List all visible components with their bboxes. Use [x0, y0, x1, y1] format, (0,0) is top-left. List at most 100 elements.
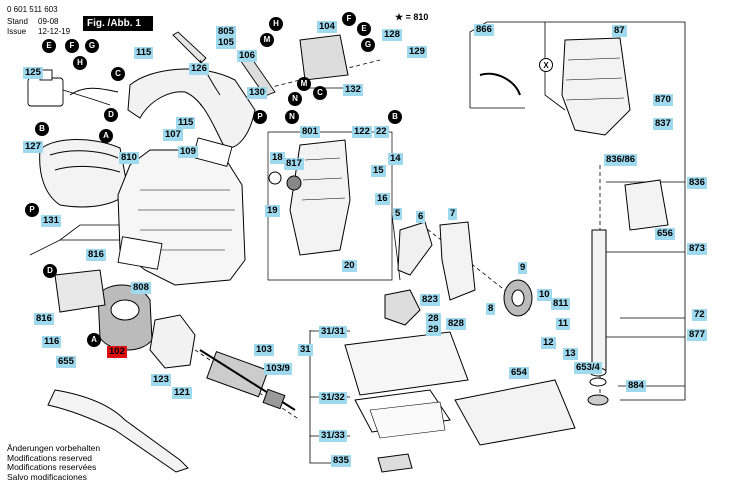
label-15: 15	[371, 165, 386, 177]
footer-line: Änderungen vorbehalten	[7, 443, 101, 453]
label-11: 11	[556, 318, 571, 330]
connector-n: N	[288, 92, 302, 106]
label-12: 12	[541, 337, 556, 349]
label-14: 14	[388, 153, 403, 165]
connector-d: D	[104, 108, 118, 122]
connector-b: B	[35, 122, 49, 136]
label-877: 877	[687, 329, 707, 341]
label-107: 107	[163, 129, 183, 141]
label-805: 805	[216, 26, 236, 38]
label-106: 106	[237, 50, 257, 62]
connector-p-2: P	[253, 110, 267, 124]
footer-line: Modifications reservées	[7, 462, 97, 472]
label-810: 810	[119, 152, 139, 164]
connector-a-2: A	[87, 333, 101, 347]
label-817: 817	[284, 158, 304, 170]
connector-m: M	[260, 33, 274, 47]
label-132: 132	[343, 84, 363, 96]
label-103: 103	[254, 344, 274, 356]
label-9: 9	[518, 262, 528, 274]
label-835: 835	[331, 455, 351, 467]
label-130: 130	[247, 87, 267, 99]
label-122: 122	[352, 126, 372, 138]
label-31: 31	[298, 344, 313, 356]
label-126: 126	[189, 63, 209, 75]
label-811: 811	[551, 298, 571, 310]
connector-g: G	[85, 39, 99, 53]
label-20: 20	[342, 260, 357, 272]
figure-title: Fig. /Abb. 1	[83, 16, 153, 31]
issue-value: 12-12-19	[38, 27, 71, 36]
label-653-4: 653/4	[574, 362, 602, 374]
stand-label: Stand	[7, 17, 28, 26]
connector-p: P	[25, 203, 39, 217]
label-823: 823	[420, 294, 440, 306]
footer-notes: Änderungen vorbehalten Modifications res…	[7, 443, 101, 482]
connector-a: A	[99, 129, 113, 143]
label-836: 836	[687, 177, 707, 189]
label-131: 131	[41, 215, 61, 227]
connector-e-2: E	[357, 22, 371, 36]
connector-f: F	[65, 39, 79, 53]
label-866: 866	[474, 24, 494, 36]
label-18: 18	[270, 152, 285, 164]
connector-x: X	[539, 58, 553, 72]
label-10: 10	[537, 289, 552, 301]
connector-h: H	[73, 56, 87, 70]
connector-n-2: N	[285, 110, 299, 124]
label-105: 105	[216, 37, 236, 49]
label-123: 123	[151, 374, 171, 386]
label-837: 837	[653, 118, 673, 130]
label-121: 121	[172, 387, 192, 399]
issue-label: Issue	[7, 27, 27, 36]
connector-g-2: G	[361, 38, 375, 52]
label-828: 828	[446, 318, 466, 330]
label-72: 72	[692, 309, 707, 321]
label-5: 5	[393, 208, 403, 220]
label-870: 870	[653, 94, 673, 106]
label-13: 13	[563, 348, 578, 360]
label-6: 6	[416, 211, 426, 223]
label-102: 102	[107, 346, 127, 358]
connector-c: C	[111, 67, 125, 81]
label-109: 109	[178, 146, 198, 158]
label-19: 19	[265, 205, 280, 217]
label-884: 884	[626, 380, 646, 392]
footer-line: Salvo modificaciones	[7, 471, 87, 482]
label-127: 127	[23, 141, 43, 153]
connector-b-2: B	[388, 110, 402, 124]
doc-number: 0 601 511 603	[7, 5, 58, 14]
label-125: 125	[23, 67, 43, 79]
connector-d-2: D	[43, 264, 57, 278]
label-8: 8	[486, 303, 496, 315]
label-104: 104	[317, 21, 337, 33]
label-7: 7	[448, 208, 458, 220]
label-29: 29	[426, 324, 441, 336]
label-115-b: 115	[176, 117, 196, 129]
label-816: 816	[86, 249, 106, 261]
connector-c-2: C	[313, 86, 327, 100]
label-31-31: 31/31	[319, 326, 347, 338]
label-87: 87	[612, 25, 627, 37]
footer-line: Modifications reserved	[7, 452, 93, 463]
label-103-9: 103/9	[264, 363, 292, 375]
stand-value: 09-08	[38, 17, 59, 26]
label-816-b: 816	[34, 313, 54, 325]
label-16: 16	[375, 193, 390, 205]
connector-e: E	[42, 39, 56, 53]
label-129: 129	[407, 46, 427, 58]
label-31-32: 31/32	[319, 392, 347, 404]
label-808: 808	[131, 282, 151, 294]
label-654: 654	[509, 367, 529, 379]
label-656: 656	[655, 228, 675, 240]
label-116: 116	[42, 336, 62, 348]
label-655: 655	[56, 356, 76, 368]
label-115: 115	[134, 47, 154, 59]
connector-h-2: H	[269, 17, 283, 31]
label-128: 128	[382, 29, 402, 41]
star-note: ★ = 810	[395, 12, 429, 22]
connector-m-2: M	[297, 77, 311, 91]
label-873: 873	[687, 243, 707, 255]
label-22: 22	[374, 126, 389, 138]
